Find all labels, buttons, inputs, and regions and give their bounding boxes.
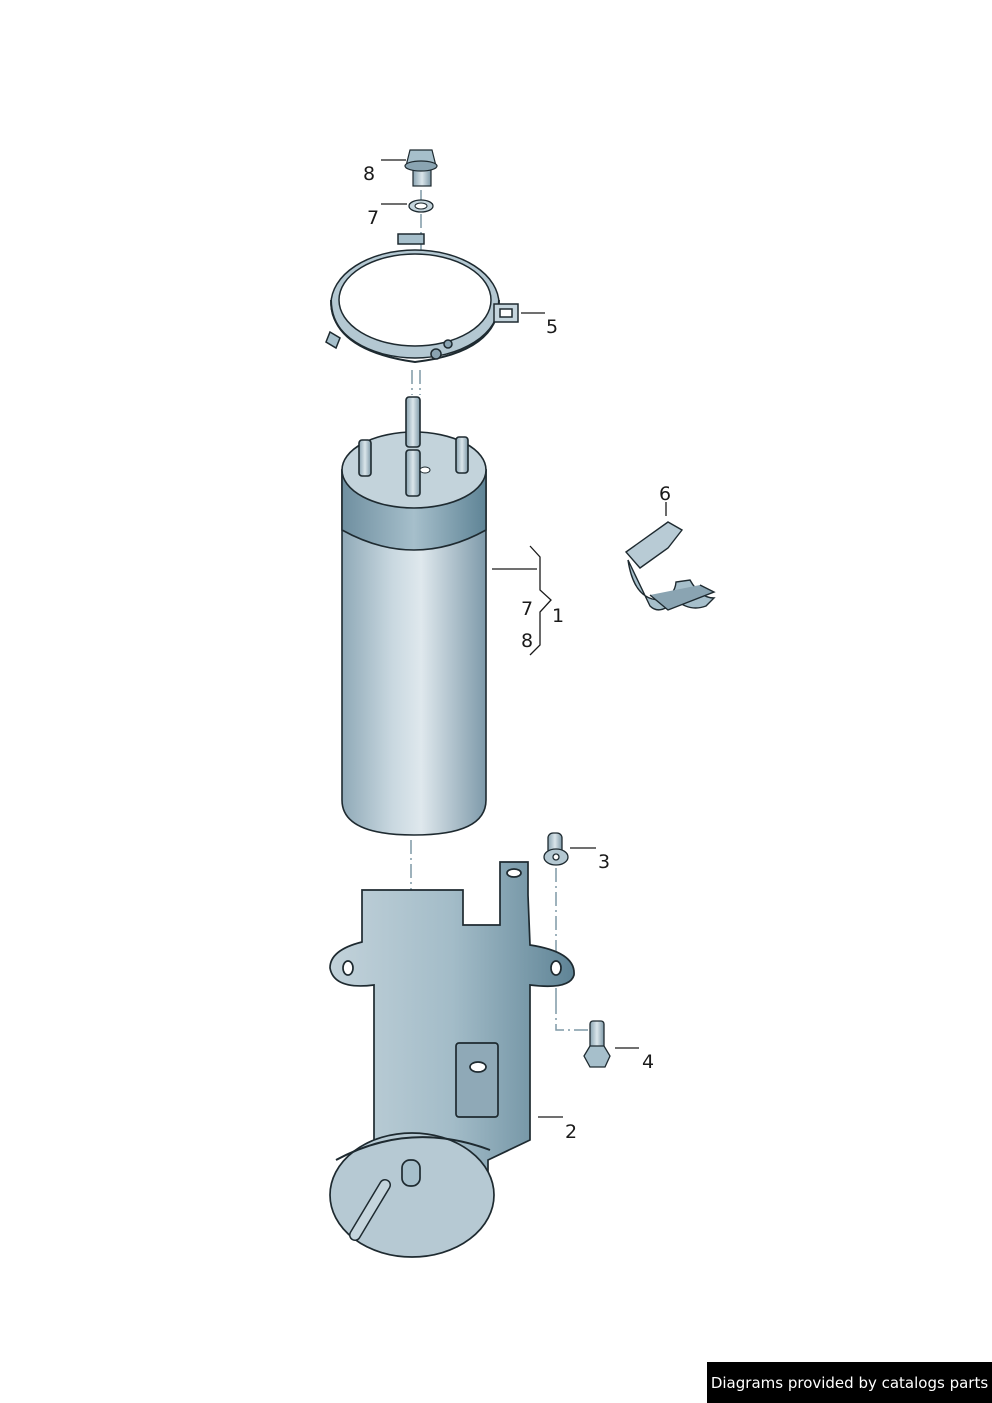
expanding-nut-part-3 [543, 832, 569, 866]
attribution-text: Diagrams provided by catalogs parts [710, 1373, 989, 1392]
callout-6-hose-clip[interactable]: 6 [659, 483, 672, 505]
callout-3-nut[interactable]: 3 [598, 851, 611, 873]
clamp-band-part-5 [325, 233, 519, 364]
leader-lines [381, 159, 667, 1118]
bolt-part-8 [404, 149, 438, 187]
callout-8-group[interactable]: 8 [521, 630, 534, 652]
callout-1-fuel-filter[interactable]: 1 [552, 605, 565, 627]
screw-part-4 [583, 1020, 611, 1068]
hose-clip-part-6 [624, 521, 716, 611]
callout-5-clamp[interactable]: 5 [546, 316, 559, 338]
attribution-banner: Diagrams provided by catalogs parts [707, 1362, 992, 1403]
callout-7-washer[interactable]: 7 [367, 207, 380, 229]
callout-4-screw[interactable]: 4 [642, 1051, 655, 1073]
washer-part-7 [408, 199, 434, 213]
bracket-part-2 [329, 861, 575, 1258]
callout-8-bolt[interactable]: 8 [363, 163, 376, 185]
callout-2-bracket[interactable]: 2 [565, 1121, 578, 1143]
fuel-filter-part-1 [341, 396, 487, 836]
callout-7-group[interactable]: 7 [521, 598, 534, 620]
